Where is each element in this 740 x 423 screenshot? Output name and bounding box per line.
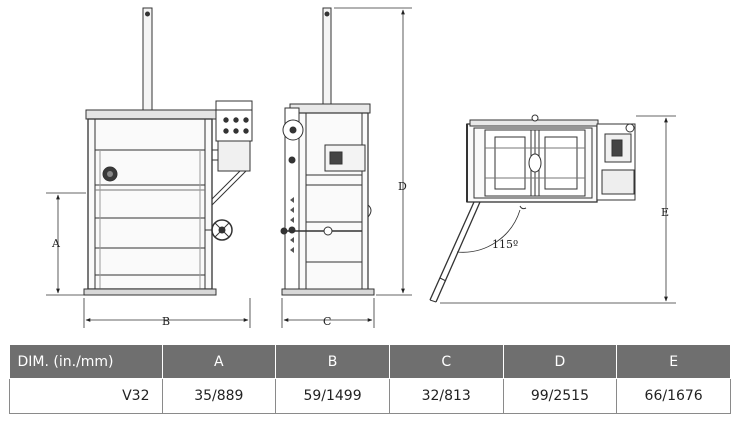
dimension-c [281,298,375,328]
header-d: D [502,344,618,379]
header-dim: DIM. (in./mm) [9,344,163,379]
baler-technical-drawing: A B [46,7,676,328]
value-a-cell: 35/889 [161,378,277,414]
value-c-cell: 32/813 [388,378,504,414]
header-a: A [161,344,277,379]
header-e: E [616,344,731,379]
dimension-e-label: E [661,206,669,219]
value-d-cell: 99/2515 [502,378,618,414]
dimension-d-label: D [398,180,407,193]
dimension-a-label: A [51,237,61,250]
dimension-b [83,298,251,328]
table-header-row: DIM. (in./mm) A B C D E [9,344,731,379]
dimension-a [46,192,86,296]
dimension-b-label: B [162,315,170,328]
dimension-e [440,115,676,304]
top-view [429,114,636,303]
model-cell: V32 [9,378,163,414]
dimensions-table: DIM. (in./mm) A B C D E V32 35/889 59/14… [9,344,731,414]
dimension-d [334,7,412,296]
dimension-c-label: C [323,315,331,328]
header-c: C [388,344,504,379]
value-b-cell: 59/1499 [275,378,390,414]
table-row: V32 35/889 59/1499 32/813 99/2515 66/167… [9,378,731,414]
side-view [280,7,375,296]
angle-label: 115º [492,238,518,251]
front-view [83,7,253,296]
value-e-cell: 66/1676 [616,378,731,414]
header-b: B [275,344,390,379]
